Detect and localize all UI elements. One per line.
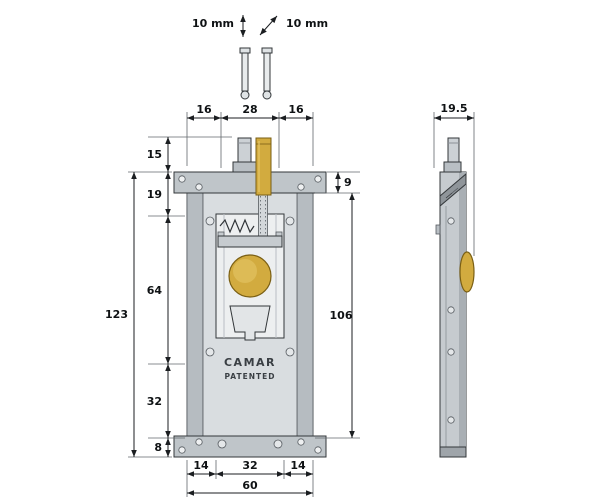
dim-bottom-center: 32 <box>242 459 257 472</box>
brass-post <box>255 137 272 196</box>
travel-annotation: 10 mm 10 mm <box>192 15 328 100</box>
side-brass-cam <box>459 251 475 293</box>
side-edge-strip <box>459 172 466 457</box>
dim-bottom-right: 14 <box>290 459 306 472</box>
side-view <box>435 137 475 458</box>
cam-highlight <box>233 259 257 283</box>
spring <box>219 218 255 234</box>
top-flange <box>173 171 327 194</box>
dim-bottom-left: 14 <box>193 459 209 472</box>
dim-right-main: 106 <box>330 309 353 322</box>
dims-left: 15 19 64 32 8 123 <box>105 136 232 458</box>
side-screw-tip <box>435 224 441 235</box>
dims-top: 16 28 16 <box>186 103 314 168</box>
dim-left-seg3: 32 <box>147 395 162 408</box>
latch-mechanism <box>215 192 285 341</box>
dim-side-depth: 19.5 <box>440 102 467 115</box>
dim-top-center: 28 <box>242 103 257 116</box>
steel-post <box>232 137 257 173</box>
diagonal-double-arrow-icon <box>259 15 278 36</box>
dim-left-total: 123 <box>105 308 128 321</box>
flange-screw-holes <box>178 175 322 454</box>
dim-left-seg2: 64 <box>147 284 163 297</box>
front-left-rail <box>186 192 204 437</box>
dim-top-right: 16 <box>288 103 304 116</box>
dim-left-seg4: 8 <box>154 441 162 454</box>
vertical-travel-label: 10 mm <box>192 17 234 30</box>
body-screw-holes <box>205 216 295 449</box>
dowel-pin-left <box>239 47 251 100</box>
front-view: CAMAR PATENTED <box>173 137 327 458</box>
side-post <box>447 137 460 163</box>
diagonal-travel-label: 10 mm <box>286 17 328 30</box>
lower-bracket <box>229 305 271 341</box>
dim-bottom-total: 60 <box>242 479 258 492</box>
brand-logo: CAMAR <box>224 356 276 369</box>
dim-right-top: 9 <box>344 176 352 189</box>
dim-left-seg1: 19 <box>147 188 162 201</box>
dims-right: 9 106 <box>315 171 360 439</box>
threaded-shaft <box>258 192 268 239</box>
bottom-flange <box>173 435 327 458</box>
dims-bottom: 14 32 14 60 <box>186 459 314 497</box>
patented-label: PATENTED <box>224 372 275 381</box>
slider-clip <box>217 235 283 248</box>
dowel-pin-right <box>261 47 273 100</box>
dim-top-left: 16 <box>196 103 212 116</box>
front-right-rail <box>296 192 314 437</box>
dim-post-height: 15 <box>147 148 162 161</box>
dims-side: 19.5 <box>433 102 475 256</box>
side-post-collar <box>443 161 462 173</box>
side-foot <box>439 446 467 458</box>
